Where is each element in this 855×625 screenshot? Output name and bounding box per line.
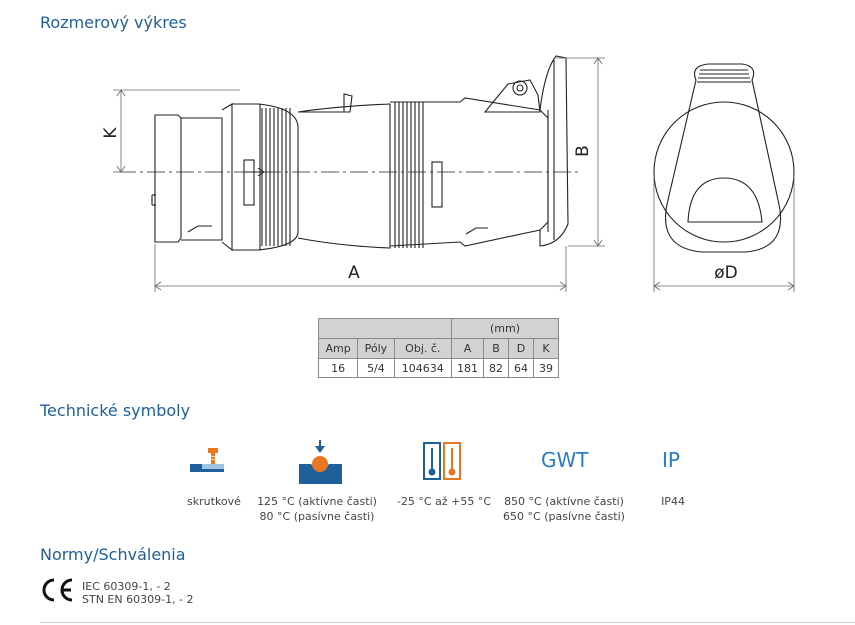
norm-line: IEC 60309-1, - 2 — [82, 580, 171, 593]
norms-list: IEC 60309-1, - 2 STN EN 60309-1, - 2 — [82, 580, 194, 606]
symbol-caption-temp: -25 °C až +55 °C — [395, 494, 493, 509]
table-cell-k: 39 — [533, 358, 559, 378]
symbol-caption-screw: skrutkové — [185, 494, 243, 509]
dim-label-b: B — [573, 145, 593, 157]
caption-line: 125 °C (aktívne časti) — [257, 495, 377, 508]
table-col-poles: Póly — [357, 338, 395, 359]
norm-line: STN EN 60309-1, - 2 — [82, 593, 194, 606]
caption-line: -25 °C až +55 °C — [396, 495, 492, 508]
caption-line: 80 °C (pasívne časti) — [259, 510, 375, 523]
dim-label-d: øD — [714, 263, 738, 283]
thermometer-range-icon — [423, 442, 461, 480]
table-header-blank — [318, 318, 452, 339]
dimension-drawing: K A B øD — [101, 55, 795, 292]
symbol-caption-ball: 125 °C (aktívne časti) 80 °C (pasívne ča… — [248, 494, 386, 524]
table-cell-order-no: 104634 — [393, 358, 453, 378]
table-unit-header: (mm) — [451, 318, 559, 339]
table-col-b: B — [483, 338, 509, 359]
screw-terminal-icon — [190, 448, 224, 472]
caption-line: 850 °C (aktívne časti) — [504, 495, 624, 508]
dimension-table: (mm) Amp Póly Obj. č. A B D K 16 5/4 104… — [317, 318, 559, 378]
table-col-k: K — [533, 338, 559, 359]
ip-text-icon: IP — [662, 448, 680, 472]
table-cell-amp: 16 — [317, 358, 359, 378]
table-cell-a: 181 — [451, 358, 484, 378]
table-cell-d: 64 — [508, 358, 534, 378]
table-col-a: A — [451, 338, 484, 359]
table-col-order-no: Obj. č. — [393, 338, 453, 359]
table-cell-poles: 5/4 — [357, 358, 395, 378]
symbol-caption-gwt: 850 °C (aktívne časti) 650 °C (pasívne č… — [498, 494, 630, 524]
table-cell-b: 82 — [483, 358, 509, 378]
gwt-text-icon: GWT — [541, 448, 589, 472]
ce-mark-icon — [42, 578, 73, 602]
symbols-section-title: Technické symboly — [40, 401, 191, 420]
caption-line: IP44 — [661, 495, 685, 508]
caption-line: 650 °C (pasívne časti) — [503, 510, 625, 523]
caption-line: skrutkové — [187, 495, 241, 508]
dim-label-k: K — [101, 127, 121, 139]
table-col-amp: Amp — [317, 338, 359, 359]
dim-label-a: A — [348, 263, 360, 283]
norms-section-title: Normy/Schválenia — [40, 545, 186, 564]
drawing-section-title: Rozmerový výkres — [40, 13, 187, 32]
ball-pressure-test-icon — [299, 440, 342, 484]
table-col-d: D — [508, 338, 534, 359]
symbol-caption-ip: IP44 — [655, 494, 691, 509]
bottom-divider — [40, 622, 855, 623]
